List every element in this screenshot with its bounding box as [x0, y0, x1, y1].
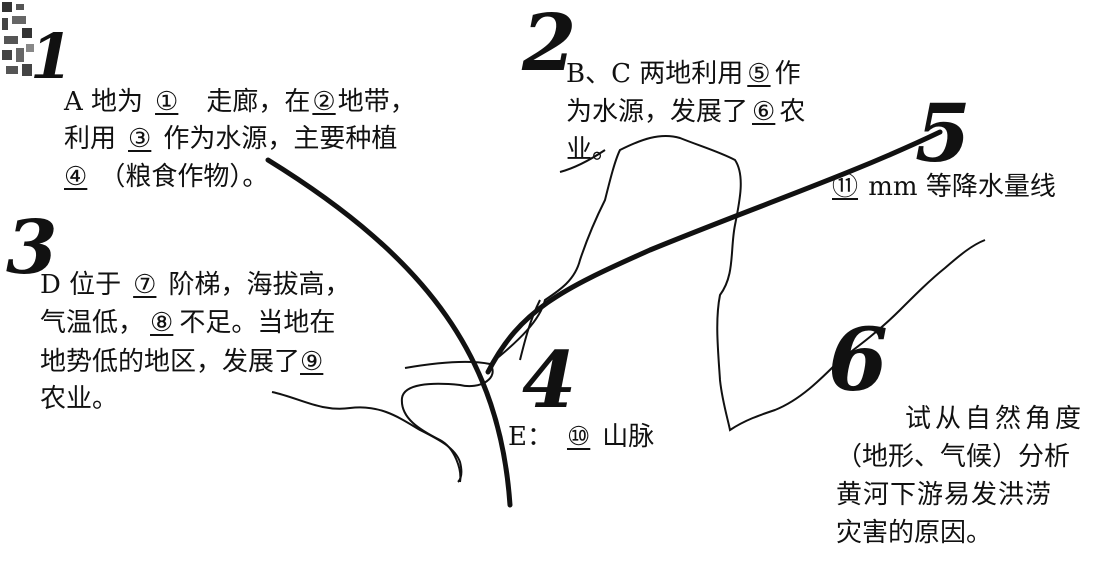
thick-arc-line — [265, 157, 513, 508]
numeral-6: 6 — [828, 310, 888, 411]
numeral-4: 4 — [522, 335, 577, 426]
qr-code-fragment — [0, 0, 36, 80]
precipitation-line — [485, 129, 943, 375]
river-outline-left — [271, 391, 463, 483]
question-line1: 试从自然角度 — [905, 404, 1086, 434]
numeral-2: 2 — [522, 0, 577, 89]
region-outline-b — [559, 149, 606, 173]
text-a-line3: ④（粮食作物）。 — [64, 162, 269, 192]
region-outline-bottom — [519, 299, 541, 361]
numeral-3: 3 — [6, 205, 58, 291]
text-bc-line3: 业。 — [566, 135, 619, 165]
numeral-1: 1 — [30, 20, 74, 93]
region-outline-center — [400, 360, 494, 483]
question-line4: 灾害的原因。 — [836, 518, 993, 548]
region-outline-right — [489, 134, 841, 432]
text-d-line3: 地势低的地区，发展了⑨ — [40, 347, 324, 377]
numeral-5: 5 — [915, 86, 971, 180]
coast-outline-east — [839, 239, 986, 361]
text-d-line4: 农业。 — [40, 384, 119, 414]
text-isohyet: ⑪ mm 等降水量线 — [832, 172, 1056, 202]
question-line3: 黄河下游易发洪涝 — [836, 480, 1053, 510]
question-line2: （地形、气候）分析 — [836, 442, 1071, 472]
